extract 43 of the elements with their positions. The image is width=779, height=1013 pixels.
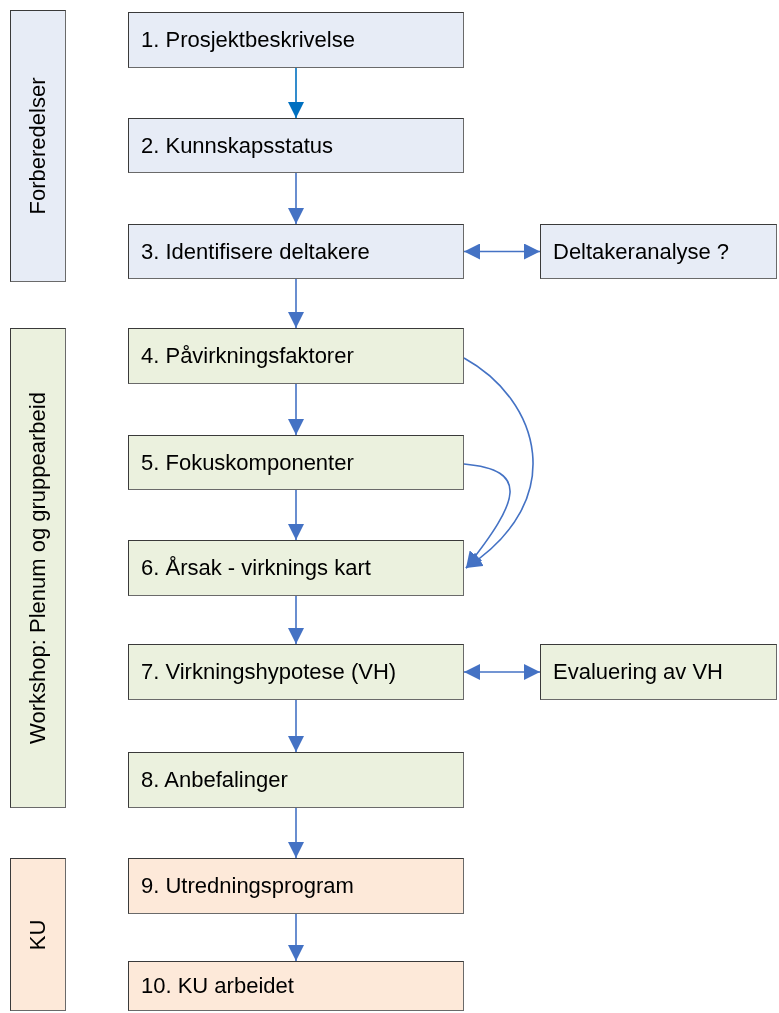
arrow [288, 807, 304, 859]
process-box [540, 644, 777, 700]
phase-label: Forberedelser [25, 77, 51, 215]
step-label: 8. Anbefalinger [141, 767, 288, 793]
step-label: 3. Identifisere deltakere [141, 238, 370, 265]
arrow [288, 913, 304, 962]
step-label: 2. Kunnskapsstatus [141, 132, 333, 159]
process-box [128, 858, 464, 914]
process-box [128, 328, 464, 384]
process-box [128, 540, 464, 596]
process-box [128, 12, 464, 68]
arrow [288, 172, 304, 225]
step-label: Evaluering av VH [553, 659, 723, 685]
arrow [463, 243, 541, 260]
phase-label: Workshop: Plenum og gruppearbeid [25, 392, 51, 744]
phase-band [10, 858, 66, 1011]
arrow [288, 489, 304, 541]
step-label: 9. Utredningsprogram [141, 873, 354, 899]
step-label: 5. Fokuskomponenter [141, 449, 354, 476]
step-label: 1. Prosjektbeskrivelse [141, 27, 355, 53]
process-box [128, 224, 464, 279]
process-box [540, 224, 777, 279]
process-box [128, 118, 464, 173]
process-box [128, 644, 464, 700]
arrow [463, 664, 541, 680]
step-label: 6. Årsak - virknings kart [141, 555, 371, 581]
arrow [463, 357, 534, 569]
arrow [288, 699, 304, 753]
arrow [463, 463, 511, 569]
arrow [288, 595, 304, 645]
step-label: Deltakeranalyse ? [553, 238, 730, 265]
arrow [288, 383, 304, 436]
process-box [128, 752, 464, 808]
process-box [128, 961, 464, 1011]
phase-band [10, 10, 66, 282]
phase-label: KU [25, 919, 51, 950]
process-box [128, 435, 464, 490]
phase-band [10, 328, 66, 808]
arrow [288, 278, 304, 329]
step-label: 4. Påvirkningsfaktorer [141, 343, 354, 369]
step-label: 10. KU arbeidet [141, 973, 294, 999]
step-label: 7. Virkningshypotese (VH) [141, 659, 397, 685]
arrow [288, 67, 304, 119]
